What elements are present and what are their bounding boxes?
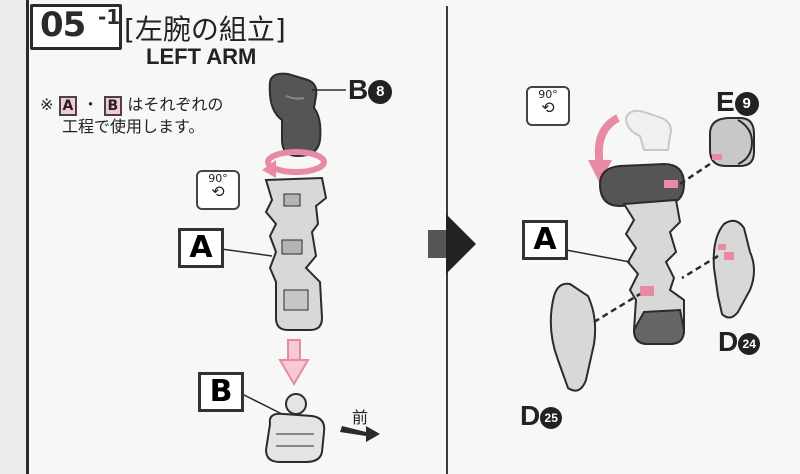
usage-note: ※ A ・ B はそれぞれの 工程で使用します。 — [40, 94, 223, 138]
curved-arrow-head — [588, 160, 612, 184]
label-d24-number: 24 — [738, 332, 761, 355]
usage-note-line2: 工程で使用します。 — [62, 117, 205, 136]
label-b8-letter: B — [348, 74, 369, 105]
note-line1-suffix: はそれぞれの — [127, 95, 224, 114]
step-number-box — [30, 4, 122, 50]
part-b8-shape — [268, 72, 322, 158]
part-a-shape — [264, 176, 328, 331]
rotate-90-glyph-right: ⟲ — [541, 98, 555, 117]
rotate-90-label-right: 90° — [538, 88, 558, 101]
label-b-box: B — [198, 372, 244, 412]
part-a-tag: A — [58, 96, 78, 116]
dashed-guide-d24 — [681, 254, 719, 280]
forward-arrow — [340, 426, 380, 442]
rotate-90-icon: 90° ⟲ — [196, 170, 240, 210]
dashed-guide-e9 — [679, 162, 711, 186]
leader-line-a-right — [565, 249, 631, 263]
label-d24-letter: D — [718, 326, 739, 357]
pin-marker-2 — [664, 180, 678, 188]
note-separator: ・ — [82, 95, 99, 114]
leader-line-b — [237, 391, 283, 415]
label-d25-number: 25 — [540, 406, 563, 429]
rotate-90-label: 90° — [208, 172, 228, 185]
ghost-part-shape — [624, 109, 672, 151]
dashed-guide-d25 — [593, 292, 641, 324]
part-d24-shape — [712, 219, 755, 319]
part-b-tag: B — [103, 96, 123, 116]
down-arrow — [278, 339, 310, 386]
rotation-arrow — [262, 149, 327, 178]
label-e9-letter: E — [716, 86, 735, 117]
step-subnumber: -1 — [98, 5, 121, 29]
shoulder-part-dark-shape — [598, 162, 686, 208]
left-assembly-illustration — [213, 72, 380, 463]
label-a-box: A — [178, 228, 224, 268]
label-b8-number: 8 — [368, 79, 393, 104]
usage-note-line1: ※ A ・ B はそれぞれの — [40, 94, 223, 116]
margin-rule — [26, 0, 29, 474]
step-number: 05 — [40, 5, 86, 45]
hand-part-shape — [264, 393, 326, 463]
lower-arm-dark-shape — [632, 308, 686, 345]
rotate-90-glyph: ⟲ — [211, 182, 225, 201]
next-step-arrow-icon — [428, 214, 476, 274]
label-d25-letter: D — [520, 400, 541, 431]
part-d25-shape — [549, 282, 597, 392]
rotate-90-icon-right: 90° ⟲ — [526, 86, 570, 126]
forward-label: 前 — [352, 408, 369, 427]
step-title-en: LEFT ARM — [146, 44, 257, 69]
right-assembly-illustration — [549, 109, 755, 392]
step-title-jp: [左腕の組立] — [124, 13, 286, 46]
curved-arrow — [594, 114, 621, 167]
note-symbol: ※ — [40, 95, 54, 114]
pin-marker-1 — [640, 286, 654, 296]
label-e9-number: 9 — [734, 91, 759, 116]
label-a-box-right: A — [522, 220, 568, 260]
